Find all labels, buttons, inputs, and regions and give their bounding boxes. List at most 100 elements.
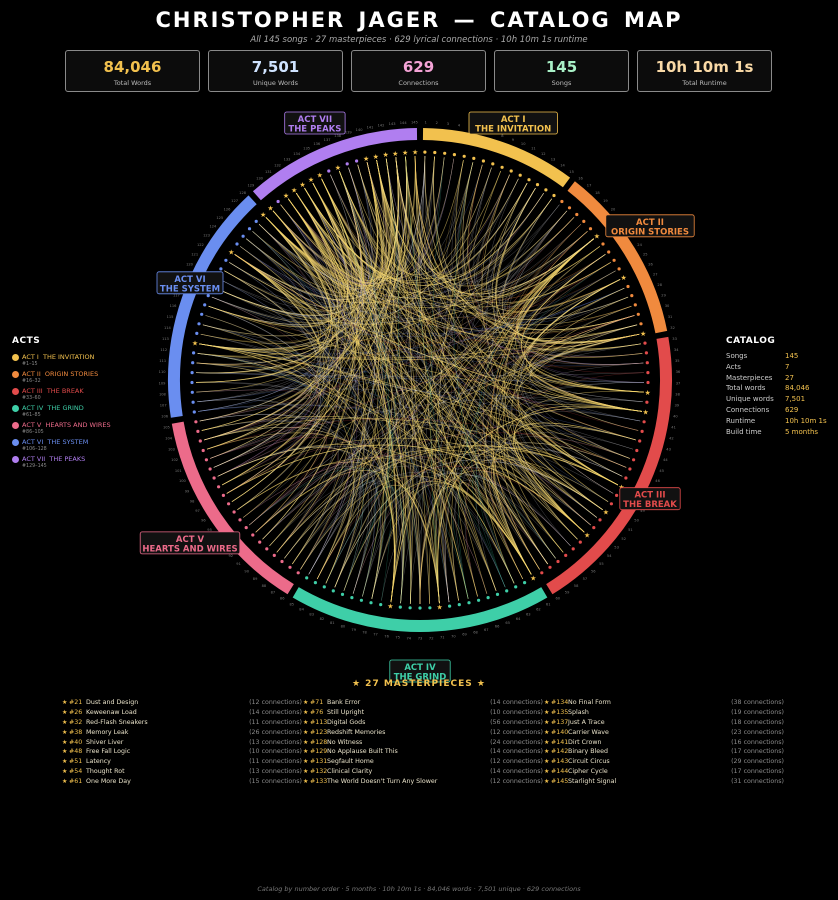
- connection-line: [262, 279, 621, 540]
- song-node: [571, 547, 575, 551]
- connection-line: [462, 164, 552, 282]
- connection-line: [338, 170, 630, 459]
- masterpiece-connections: (24 connections): [490, 738, 543, 746]
- song-node: [280, 559, 284, 564]
- connection-line: [276, 178, 519, 553]
- act-number: ACT II: [22, 370, 41, 378]
- connection-line: [352, 473, 571, 594]
- stats-bar: 84,046 Total Words 7,501 Unique Words 62…: [65, 50, 773, 93]
- connection-line: [308, 482, 387, 599]
- connection-line: [357, 158, 399, 272]
- song-node: [523, 581, 527, 585]
- catalog-key: Unique words: [726, 395, 774, 404]
- connection-line: [325, 246, 600, 584]
- masterpiece-title: Still Upright: [327, 708, 365, 716]
- song-number-label: 8: [501, 134, 504, 138]
- star-icon: ★: [303, 778, 309, 786]
- connection-line: [424, 156, 556, 559]
- song-number-label: 2: [436, 121, 438, 125]
- act-range: #86–105: [22, 430, 44, 435]
- masterpiece-title: Cipher Cycle: [568, 768, 608, 776]
- connection-line: [499, 204, 606, 307]
- connection-line: [475, 474, 556, 584]
- act-number: ACT V: [22, 421, 42, 429]
- act-number: ACT VI: [22, 438, 44, 446]
- song-node: [505, 589, 509, 593]
- connection-line: [197, 270, 616, 403]
- song-node: [195, 331, 199, 335]
- connection-line: [343, 472, 571, 591]
- song-node: [612, 258, 616, 262]
- connection-line: [292, 471, 548, 565]
- song-number-label: 68: [473, 631, 478, 635]
- connection-line: [473, 167, 639, 431]
- connection-line: [414, 156, 623, 477]
- song-node: [645, 361, 649, 365]
- catalog-key: Acts: [726, 362, 741, 371]
- page-title: CHRISTOPHER JAGER — CATALOG MAP: [155, 8, 683, 32]
- act-label-box: [284, 111, 346, 135]
- connection-line: [321, 160, 391, 276]
- star-icon: ★: [303, 748, 309, 756]
- song-number-label: 63: [526, 613, 531, 617]
- act-number: ACT III: [22, 387, 43, 395]
- masterpiece-number: #133: [310, 778, 328, 786]
- song-node: [340, 592, 345, 596]
- connection-line: [300, 382, 645, 570]
- connection-line: [246, 238, 630, 459]
- connection-line: [525, 408, 641, 477]
- song-node: [369, 601, 373, 605]
- song-node: [635, 448, 639, 453]
- song-number-label: 3: [447, 122, 449, 126]
- catalog-value: 7: [785, 362, 790, 371]
- song-number-label: 26: [648, 263, 653, 267]
- catalog-key: Connections: [726, 405, 770, 414]
- song-node: [564, 553, 568, 557]
- song-node: [198, 439, 202, 443]
- masterpiece-title: Starlight Signal: [568, 778, 617, 786]
- song-node: [276, 199, 280, 204]
- connection-line: [197, 353, 364, 591]
- act-arc: [546, 336, 672, 595]
- connection-line: [210, 315, 635, 459]
- stat-card-connections: 629 Connections: [351, 50, 486, 92]
- song-number-label: 74: [407, 636, 412, 640]
- song-number-label: 45: [659, 469, 664, 473]
- connection-line: [272, 210, 548, 565]
- connection-line: [276, 441, 623, 553]
- act-label-box: [156, 271, 224, 295]
- connection-line: [213, 204, 338, 468]
- connection-line: [224, 193, 345, 312]
- song-number-label: 13: [551, 157, 556, 161]
- song-node: [219, 267, 223, 271]
- connection-line: [330, 174, 548, 565]
- connection-line: [334, 487, 399, 603]
- act-range: #129–145: [22, 464, 47, 469]
- act-legend-name: ACT I THE INVITATION: [22, 353, 94, 361]
- star-icon: ★: [62, 708, 68, 716]
- song-node: [588, 227, 593, 231]
- song-number-label: 84: [299, 608, 304, 612]
- masterpiece-connections: (12 connections): [490, 758, 543, 766]
- connection-line: [405, 156, 629, 320]
- connection-line: [508, 315, 635, 547]
- connection-line: [288, 198, 366, 584]
- masterpiece-connections: (16 connections): [731, 738, 784, 746]
- connection-line: [196, 362, 636, 441]
- song-node: [509, 169, 513, 173]
- masterpiece-connections: (13 connections): [249, 768, 302, 776]
- connection-line: [312, 183, 450, 603]
- connection-line: [224, 217, 335, 315]
- connection-line: [284, 474, 515, 584]
- connection-line: [240, 156, 407, 297]
- catalog-chord-map: ★★★★★★★★★★★★★★★★★★★★★★★★★★★ 123456789101…: [139, 111, 695, 683]
- act-label-title: THE PEAKS: [288, 125, 341, 135]
- connection-line: [491, 279, 621, 575]
- act-label-number: ACT VI: [174, 275, 205, 285]
- masterpiece-title: No Witness: [327, 738, 363, 746]
